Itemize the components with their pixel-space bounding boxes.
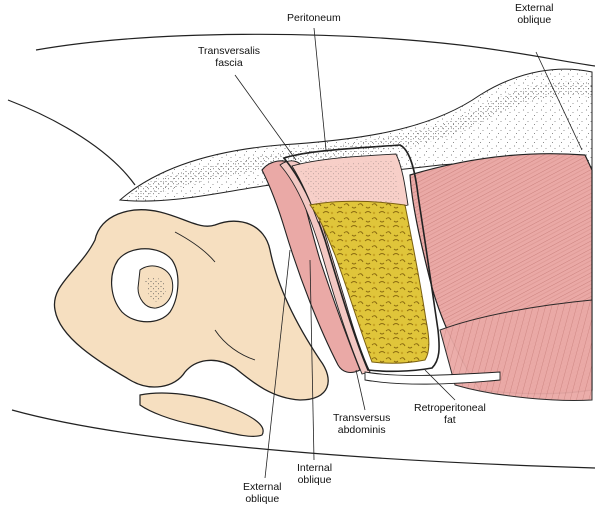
label-transversus-abdominis: Transversus abdominis	[333, 412, 391, 436]
peritoneum-stipple	[300, 160, 400, 214]
leader-transversalis-fascia	[234, 74, 297, 161]
body-outline-upper	[35, 33, 595, 67]
leader-retroperitoneal-fat	[424, 369, 456, 401]
label-internal-oblique: Internal oblique	[297, 462, 333, 486]
retroperitoneal-fat	[309, 200, 430, 364]
label-peritoneum: Peritoneum	[287, 12, 341, 24]
skin-stipple-band	[131, 81, 594, 203]
body-outline-lower	[11, 409, 595, 469]
bone-detail-1	[174, 231, 216, 263]
leader-peritoneum	[313, 27, 327, 151]
body-outline-mid	[7, 99, 136, 186]
vertebra-lower-process	[139, 392, 264, 437]
label-transversalis-fascia: Transversalis fascia	[198, 45, 261, 69]
bone-detail-2	[214, 329, 256, 361]
label-external-oblique-top: External oblique	[515, 2, 554, 26]
leader-transversus-abdominis	[355, 369, 366, 411]
leader-external-oblique-top	[535, 51, 583, 151]
label-retroperitoneal-fat: Retroperitoneal fat	[414, 402, 486, 426]
label-external-oblique-bottom: External oblique	[243, 481, 282, 505]
leader-internal-oblique	[309, 259, 315, 461]
spinal-cord-stipple	[145, 277, 166, 302]
cavity-boundary	[282, 144, 440, 373]
leader-external-oblique-bottom	[264, 249, 291, 479]
